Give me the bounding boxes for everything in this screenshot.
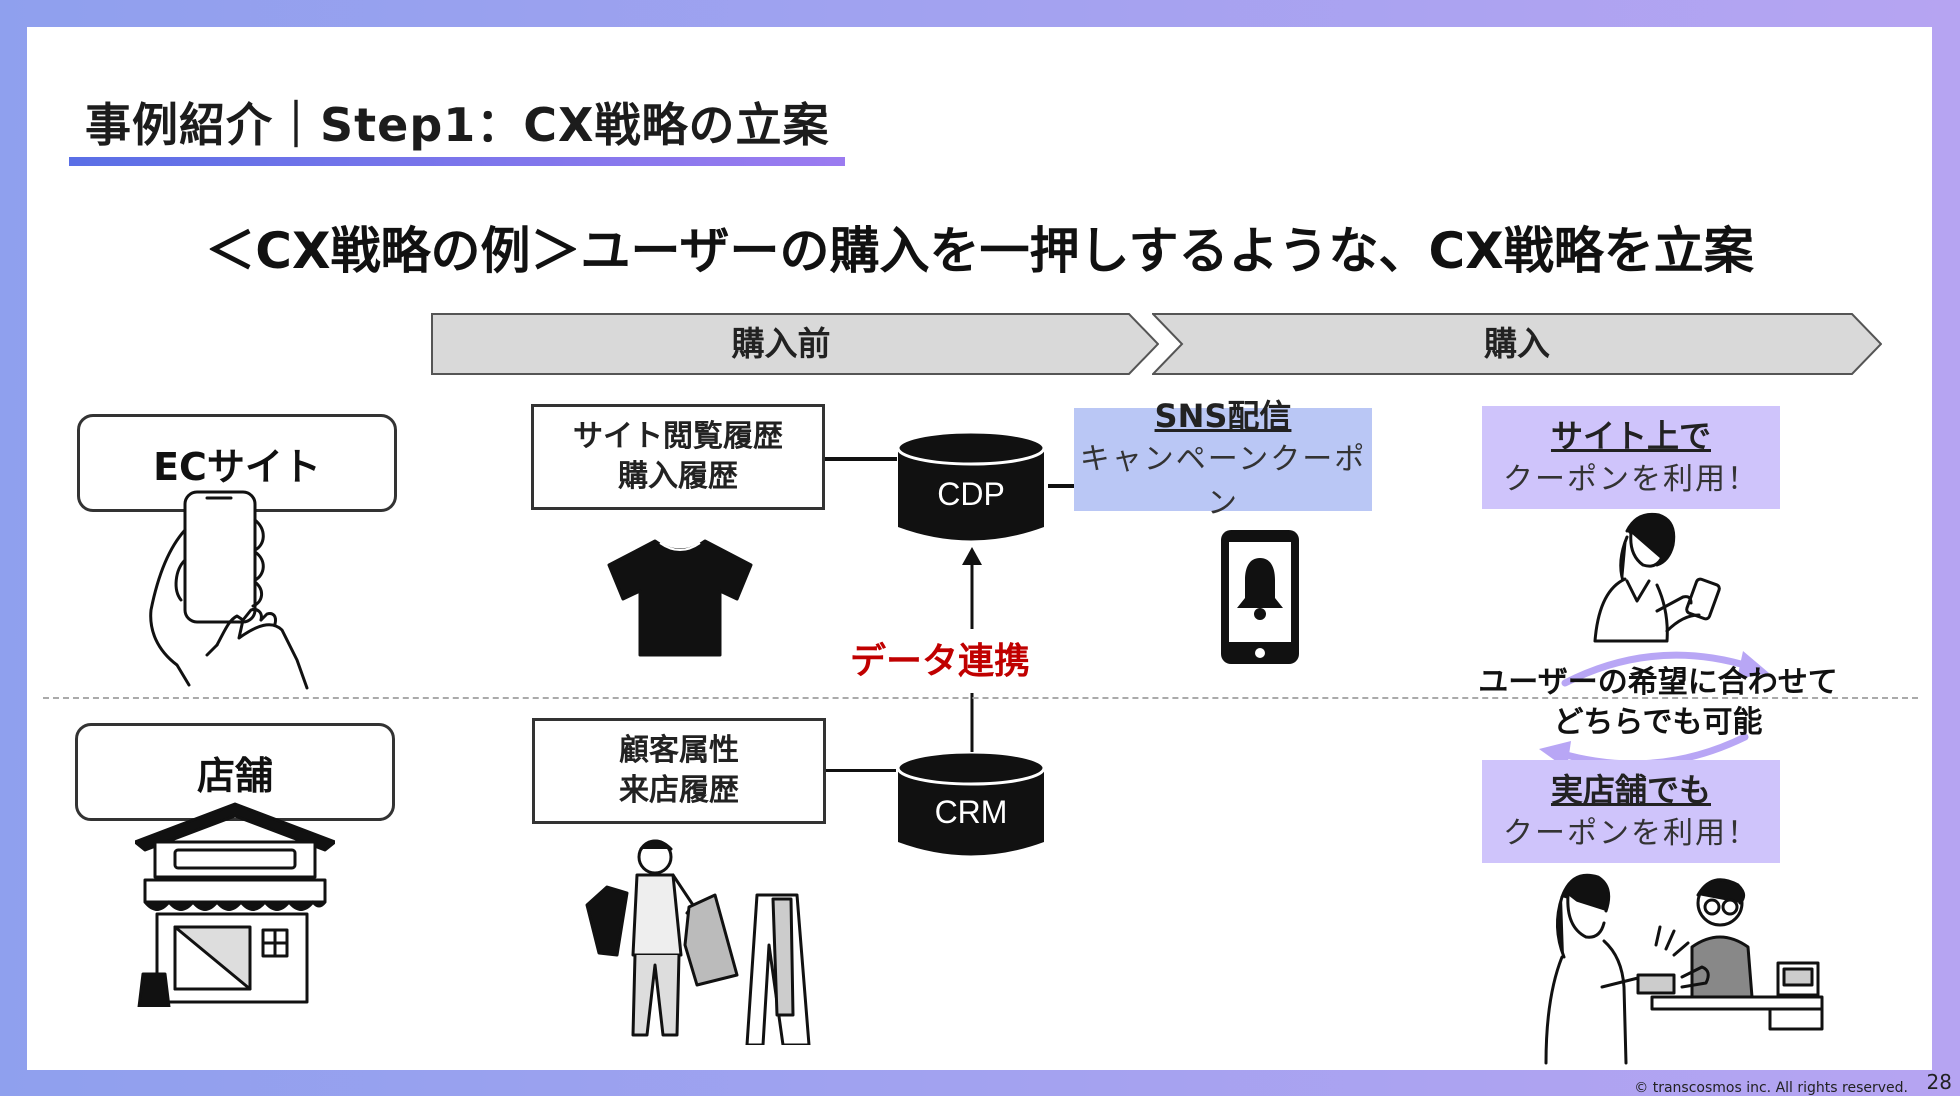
ec-data-line-2: 購入履歴	[618, 459, 738, 494]
smartphone-hand-icon	[147, 490, 327, 694]
store-use-box: 実店舗でも クーポンを利用！	[1482, 760, 1780, 863]
slide-title: 事例紹介｜Step1：CX戦略の立案	[85, 98, 830, 152]
online-use-sub: クーポンを利用！	[1503, 461, 1759, 497]
connector-store-crm	[826, 769, 896, 772]
sns-box-title: SNS配信	[1154, 396, 1292, 435]
phase-chevron-before-purchase: 購入前	[431, 313, 1159, 375]
store-use-sub: クーポンを利用！	[1503, 815, 1759, 851]
title-underline	[69, 157, 845, 166]
online-use-title: サイト上で	[1550, 416, 1711, 455]
choice-text-line-1: ユーザーの希望に合わせて	[1478, 665, 1838, 700]
section-divider	[43, 697, 1918, 699]
store-data-line-1: 顧客属性	[619, 733, 739, 768]
data-link-label: データ連携	[850, 641, 1031, 682]
sns-box: SNS配信 キャンペーンクーポン	[1074, 397, 1372, 521]
phase-label-before: 購入前	[731, 324, 831, 363]
shopper-icon	[577, 835, 817, 1049]
slide: 事例紹介｜Step1：CX戦略の立案 ＜CX戦略の例＞ユーザーの購入を一押しする…	[27, 27, 1932, 1070]
channel-ec: ECサイト	[77, 414, 397, 512]
online-use-box: サイト上で クーポンを利用！	[1482, 406, 1780, 509]
channel-ec-label: ECサイト	[153, 444, 321, 489]
ec-data-line-1: サイト閲覧履歴	[573, 419, 783, 454]
store-icon	[133, 802, 337, 1011]
data-link-arrow	[952, 547, 992, 756]
cashier-icon	[1542, 867, 1827, 1071]
crm-label: CRM	[934, 794, 1008, 830]
page-number: 28	[1926, 1070, 1952, 1094]
crm-database-icon: CRM	[896, 750, 1046, 860]
channel-store-label: 店舗	[196, 753, 273, 798]
store-use-title: 実店舗でも	[1550, 770, 1711, 809]
phase-chevron-purchase: 購入	[1152, 313, 1882, 375]
connector-ec-cdp	[825, 457, 897, 461]
phone-bell-icon	[1219, 528, 1301, 670]
choice-text-line-2: どちらでも可能	[1553, 705, 1763, 740]
footer-copyright: © transcosmos inc. All rights reserved.	[1634, 1080, 1908, 1096]
phase-label-purchase: 購入	[1484, 324, 1550, 363]
cdp-database-icon: CDP	[896, 430, 1046, 545]
slide-subtitle: ＜CX戦略の例＞ユーザーの購入を一押しするような、CX戦略を立案	[205, 222, 1754, 280]
store-data-box: 顧客属性 来店履歴	[532, 718, 826, 824]
store-data-line-2: 来店履歴	[619, 773, 739, 808]
tshirt-icon	[605, 537, 755, 663]
cdp-label: CDP	[937, 476, 1005, 512]
ec-data-box: サイト閲覧履歴 購入履歴	[531, 404, 825, 510]
choice-text: ユーザーの希望に合わせて どちらでも可能	[1473, 663, 1843, 743]
sns-box-sub: キャンペーンクーポン	[1079, 441, 1367, 521]
woman-phone-icon	[1587, 511, 1737, 660]
